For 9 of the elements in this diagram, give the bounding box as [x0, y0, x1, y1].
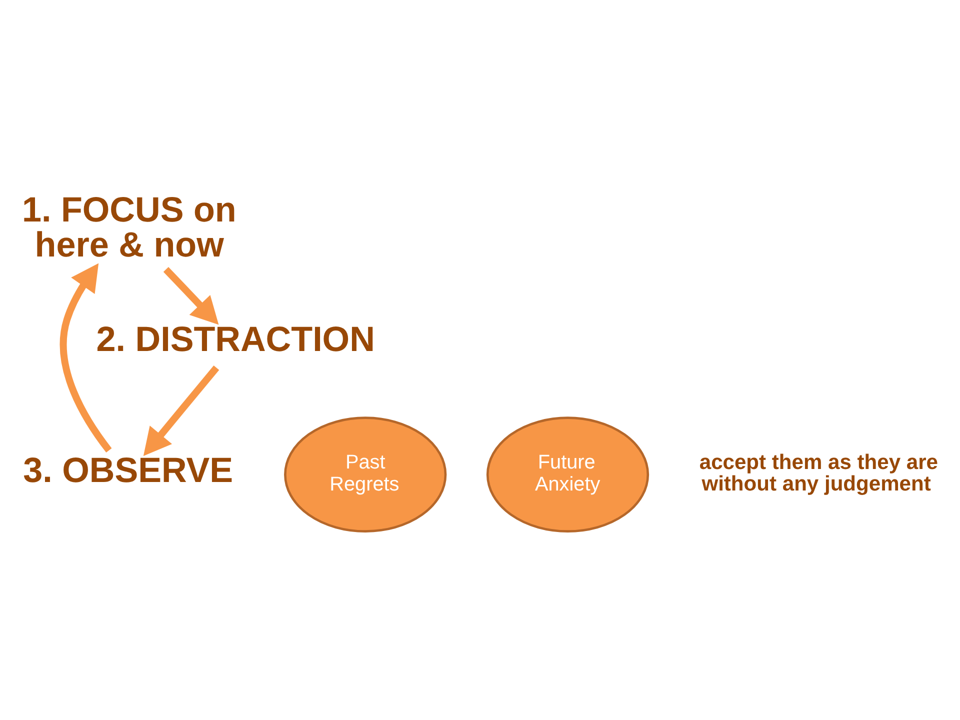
label: accept them as they are without any judgement — [699, 450, 938, 495]
node-text: 2. DISTRACTION — [96, 320, 375, 359]
arrow — [60, 262, 112, 452]
node-ellipse: Future Anxiety — [486, 416, 650, 532]
arrow — [163, 266, 219, 324]
node-ellipse: Past Regrets — [284, 416, 447, 532]
node-text: 3. OBSERVE — [23, 450, 234, 490]
node-text: 1. FOCUS on here & now — [22, 190, 236, 264]
arrow — [143, 364, 220, 456]
